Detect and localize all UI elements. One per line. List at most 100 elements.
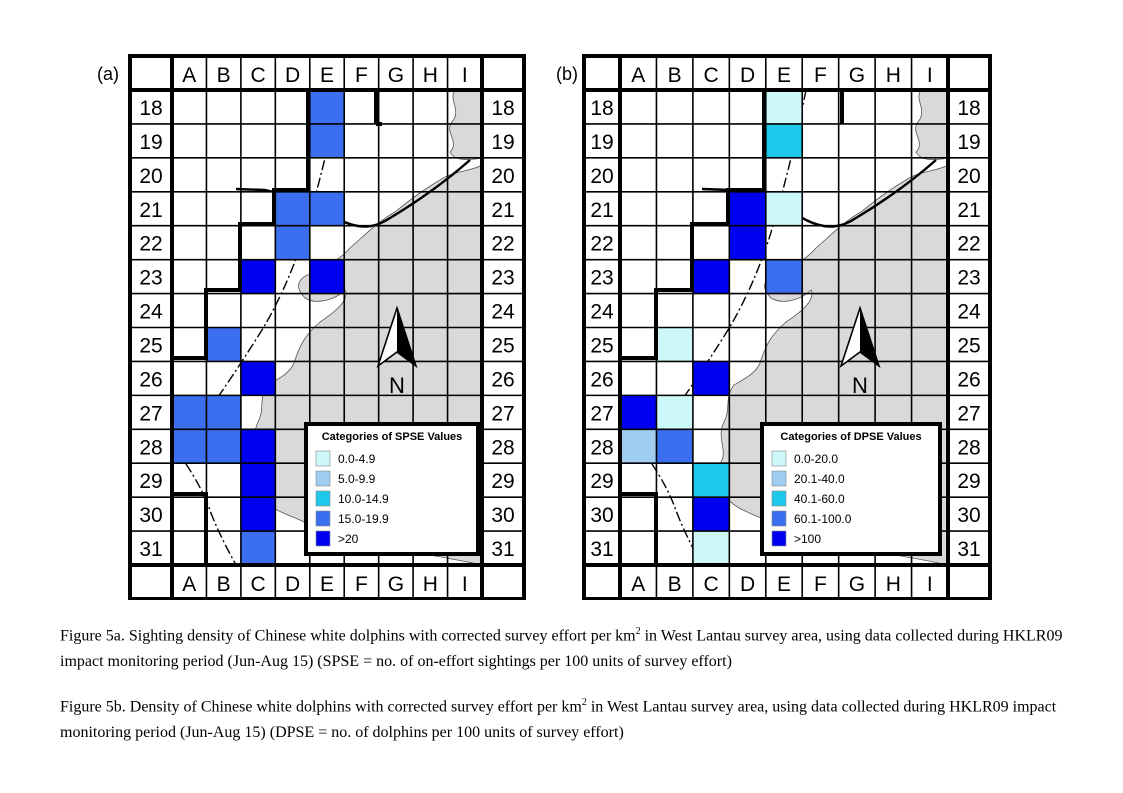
column-label-top: E xyxy=(320,64,334,87)
grid-cell-A28 xyxy=(620,429,657,464)
north-arrow-icon xyxy=(839,305,881,369)
grid-cell-E19 xyxy=(309,123,345,158)
legend-entry: 40.1-60.0 xyxy=(794,492,845,506)
legend-entry: 0.0-20.0 xyxy=(794,452,838,466)
column-label-bottom: I xyxy=(462,573,468,596)
grid-cell-B25 xyxy=(656,327,693,362)
column-label-bottom: A xyxy=(182,573,196,596)
row-label-right: 25 xyxy=(491,334,514,357)
grid-cell-B28 xyxy=(206,429,241,464)
row-label-left: 25 xyxy=(590,334,613,357)
column-label-bottom: B xyxy=(217,573,231,596)
row-label-left: 19 xyxy=(139,131,162,154)
column-label-bottom: H xyxy=(423,573,438,596)
row-label-right: 26 xyxy=(957,368,980,391)
grid-cell-B25 xyxy=(206,327,241,362)
grid-cell-C28 xyxy=(240,429,276,464)
panel-label: (b) xyxy=(556,64,578,84)
column-label-top: F xyxy=(355,64,368,87)
grid-cell-E18 xyxy=(765,90,803,124)
row-label-left: 24 xyxy=(590,301,614,324)
route-line xyxy=(646,90,807,565)
column-label-bottom: I xyxy=(927,573,933,596)
row-label-left: 19 xyxy=(590,131,613,154)
row-label-right: 19 xyxy=(491,131,514,154)
row-label-right: 21 xyxy=(491,199,514,222)
row-label-right: 20 xyxy=(957,165,980,188)
grid-cell-E21 xyxy=(309,191,345,226)
column-label-top: B xyxy=(217,64,231,87)
row-label-left: 20 xyxy=(590,165,613,188)
survey-area-boundary xyxy=(620,90,766,360)
row-label-right: 29 xyxy=(957,470,980,493)
row-label-right: 24 xyxy=(491,301,515,324)
legend: Categories of DPSE Values 0.0-20.0 20.1-40… xyxy=(760,422,942,556)
row-label-right: 22 xyxy=(957,233,980,256)
grid-cell-A27 xyxy=(620,395,657,430)
row-label-left: 22 xyxy=(590,233,613,256)
grid-cell-D21 xyxy=(275,191,310,226)
column-label-bottom: A xyxy=(631,573,645,596)
column-label-bottom: F xyxy=(814,573,827,596)
row-label-left: 28 xyxy=(590,436,613,459)
caption-figure-5b: Figure 5b. Density of Chinese white dolp… xyxy=(60,697,1057,742)
column-label-top: C xyxy=(251,64,266,87)
grid-cell-C26 xyxy=(240,361,276,396)
row-label-right: 30 xyxy=(957,504,980,527)
row-label-left: 28 xyxy=(139,436,162,459)
row-label-left: 31 xyxy=(590,538,613,561)
grid-cell-C30 xyxy=(692,497,730,532)
grid-cell-C29 xyxy=(240,463,276,498)
legend-entry: >20 xyxy=(338,532,359,546)
route-line xyxy=(180,90,341,565)
legend-title: Categories of SPSE Values xyxy=(322,431,463,443)
row-label-right: 30 xyxy=(491,504,514,527)
row-label-left: 21 xyxy=(590,199,613,222)
north-label: N xyxy=(852,373,868,398)
row-label-left: 22 xyxy=(139,233,162,256)
category-cells xyxy=(620,90,803,566)
row-label-left: 26 xyxy=(590,368,613,391)
column-label-top: F xyxy=(814,64,827,87)
row-label-left: 27 xyxy=(139,402,162,425)
legend-entry: 20.1-40.0 xyxy=(794,472,845,486)
column-label-top: G xyxy=(388,64,404,87)
column-label-top: C xyxy=(704,64,719,87)
row-label-right: 27 xyxy=(957,402,980,425)
grid-cell-E18 xyxy=(309,90,345,124)
row-label-right: 25 xyxy=(957,334,980,357)
grid-cell-B27 xyxy=(656,395,693,430)
legend-title: Categories of DPSE Values xyxy=(780,431,921,443)
grid-cell-E23 xyxy=(309,259,345,294)
legend-box xyxy=(304,422,480,556)
column-label-bottom: C xyxy=(251,573,266,596)
grid-cell-E23 xyxy=(765,259,803,294)
column-label-bottom: C xyxy=(704,573,719,596)
row-label-left: 29 xyxy=(590,470,613,493)
row-label-left: 21 xyxy=(139,199,162,222)
row-label-right: 26 xyxy=(491,368,514,391)
column-label-top: A xyxy=(631,64,645,87)
survey-area-boundary-lower xyxy=(620,492,658,565)
column-label-top: H xyxy=(886,64,901,87)
row-label-right: 31 xyxy=(957,538,980,561)
survey-area-boundary-top xyxy=(374,90,382,126)
grid-cell-C30 xyxy=(240,497,276,532)
row-label-left: 25 xyxy=(139,334,162,357)
legend-swatch xyxy=(771,510,787,527)
row-label-left: 23 xyxy=(139,267,162,290)
row-label-right: 19 xyxy=(957,131,980,154)
grid-cell-C31 xyxy=(692,531,730,566)
legend-box xyxy=(760,422,942,556)
column-label-bottom: D xyxy=(740,573,755,596)
row-label-right: 21 xyxy=(957,199,980,222)
grid-cell-E19 xyxy=(765,123,803,158)
row-label-left: 24 xyxy=(139,301,163,324)
caption-figure-5a: Figure 5a. Sighting density of Chinese w… xyxy=(60,626,1063,671)
legend-swatch xyxy=(315,530,331,547)
